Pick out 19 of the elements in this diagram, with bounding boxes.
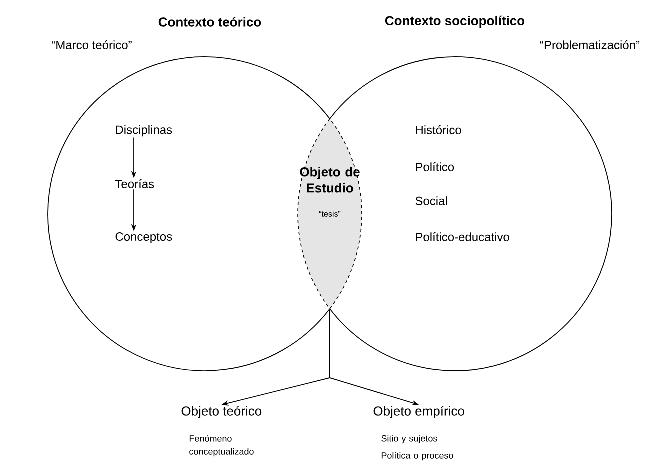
heading: Objeto empírico [374, 406, 464, 418]
list-item: Teorías [115, 180, 154, 188]
list-item: Político-educativo [416, 232, 510, 242]
list-item: Conceptos [116, 232, 172, 244]
note: “tesis” [319, 211, 341, 217]
list-item: Político [416, 162, 454, 172]
list-item: Disciplinas [116, 125, 172, 137]
heading: Contexto sociopolítico [385, 16, 525, 28]
list-item: Social [416, 196, 448, 206]
note: Fenómeno conceptualizado [190, 435, 254, 457]
lens-shape [298, 118, 362, 310]
side-label: “Problematización” [540, 40, 640, 50]
title-label: Objeto de Estudio [300, 167, 360, 193]
note: Sitio y sujetos [382, 435, 438, 444]
side-label: “Marco teórico” [52, 40, 132, 50]
heading: Contexto teórico [158, 17, 262, 27]
note: Política o proceso [382, 452, 454, 461]
list-item: Histórico [416, 126, 462, 134]
heading: Objeto teórico [182, 406, 262, 418]
